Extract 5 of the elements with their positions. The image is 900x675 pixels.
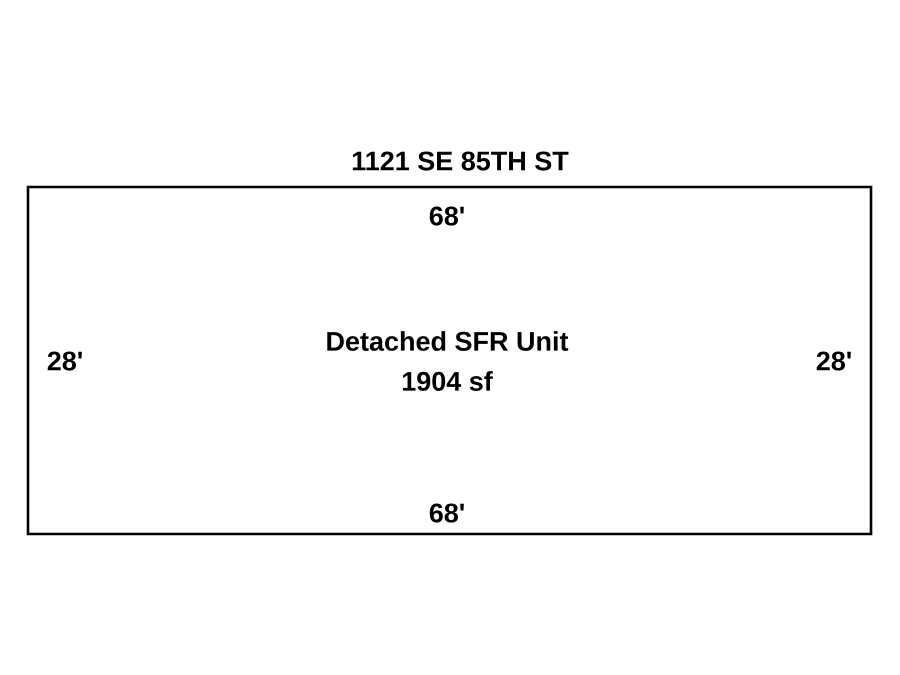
dimension-label: 68' <box>430 206 464 226</box>
dimension-label: 68' <box>430 503 464 523</box>
dimension-label: 28' <box>48 351 82 371</box>
address-title: 1121 SE 85TH ST <box>352 151 568 171</box>
dimension-label: 28' <box>816 351 851 371</box>
